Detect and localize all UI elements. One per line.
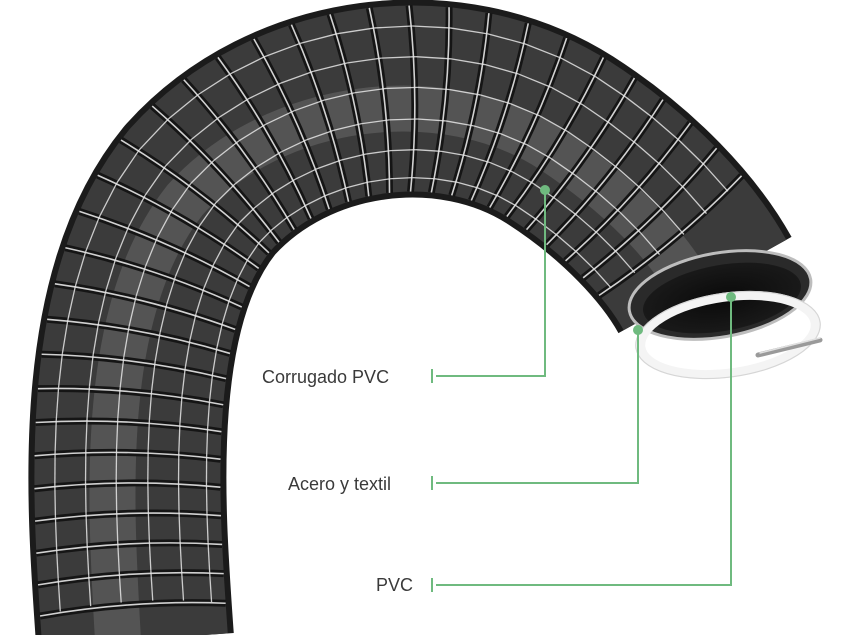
label-pvc: PVC xyxy=(376,576,413,594)
callout-corrugado-pvc-dot xyxy=(540,185,550,195)
callout-pvc-dot xyxy=(726,292,736,302)
steel-wire-segment xyxy=(206,485,207,514)
callout-acero-y-textil-dot xyxy=(633,325,643,335)
label-corrugado-pvc: Corrugado PVC xyxy=(262,368,389,386)
label-acero-y-textil: Acero y textil xyxy=(288,475,391,493)
steel-wire-segment xyxy=(55,485,56,517)
callout-acero-y-textil-line xyxy=(436,330,638,483)
